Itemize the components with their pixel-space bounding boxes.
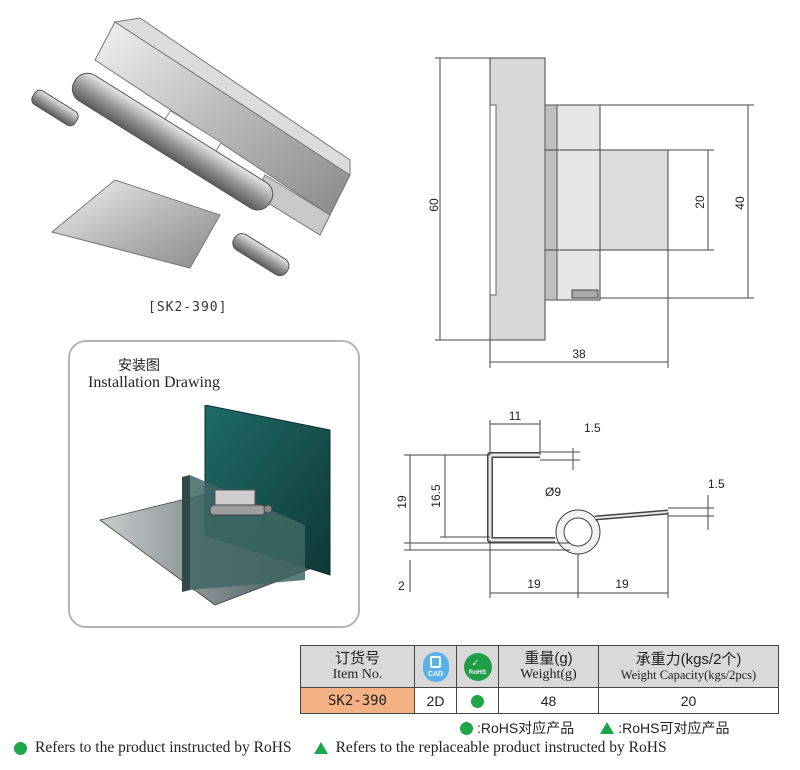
dim-slot-20: 20 — [693, 195, 707, 209]
legend-rohs-en: Refers to the product instructed by RoHS — [35, 739, 292, 756]
header-rohs: ✓ RoHS — [456, 645, 499, 688]
dim-right-width-19: 19 — [615, 577, 629, 591]
cad-icon: CAD — [422, 651, 449, 682]
dim-width-38: 38 — [572, 347, 586, 361]
cell-cad: 2D — [414, 687, 457, 714]
installation-title-en: Installation Drawing — [88, 374, 220, 391]
table-row: SK2-390 2D 48 20 — [300, 687, 779, 714]
installation-title-cn: 安装图 — [118, 357, 160, 373]
spec-table-header-row: 订货号 Item No. CAD ✓ RoHS 重量(g) Weight(g) … — [300, 645, 779, 688]
legend-en: Refers to the product instructed by RoHS… — [14, 739, 667, 757]
product-model-label: [SK2-390] — [148, 300, 228, 315]
dim-top-width-11: 11 — [509, 409, 522, 423]
cell-capacity: 20 — [598, 687, 779, 714]
rohs-icon: ✓ RoHS — [463, 652, 492, 681]
legend-replaceable-en: Refers to the replaceable product instru… — [335, 739, 667, 756]
cell-weight: 48 — [498, 687, 599, 714]
cell-item-no: SK2-390 — [300, 687, 415, 714]
header-capacity: 承重力(kgs/2个) Weight Capacity(kgs/2pcs) — [598, 645, 779, 688]
installation-illustration — [99, 405, 331, 606]
dim-inner-height-16.5: 16.5 — [429, 484, 443, 508]
dim-height-60: 60 — [427, 198, 441, 212]
technical-drawing-side-view: 11 1.5 16.5 19 Ø9 1.5 2 19 19 — [395, 409, 725, 598]
dim-thickness-top-1.5: 1.5 — [584, 421, 601, 435]
header-cad: CAD — [414, 645, 457, 688]
header-weight: 重量(g) Weight(g) — [498, 645, 599, 688]
dim-outer-height-19: 19 — [395, 495, 409, 509]
legend-cn: :RoHS对应产品 :RoHS可对应产品 — [460, 718, 729, 738]
hinge-product-photo — [31, 17, 351, 277]
dim-gap-2: 2 — [398, 579, 405, 593]
cell-rohs — [456, 687, 499, 714]
rohs-dot-icon — [460, 721, 473, 735]
dim-leaf-40: 40 — [733, 196, 747, 210]
spec-table: 订货号 Item No. CAD ✓ RoHS 重量(g) Weight(g) … — [300, 645, 779, 714]
dim-thickness-right-1.5: 1.5 — [708, 477, 725, 491]
legend-replaceable-cn: :RoHS可对应产品 — [618, 720, 730, 736]
header-item-no: 订货号 Item No. — [300, 645, 415, 688]
dim-left-width-19: 19 — [527, 577, 541, 591]
rohs-dot-icon — [14, 741, 27, 755]
technical-drawing-front-view: 60 20 40 38 — [427, 57, 754, 368]
rohs-triangle-icon — [313, 742, 328, 754]
rohs-dot-icon — [471, 695, 484, 709]
legend-rohs-cn: :RoHS对应产品 — [477, 720, 575, 736]
rohs-triangle-icon — [600, 722, 615, 734]
dim-diameter-9: Ø9 — [545, 485, 561, 499]
